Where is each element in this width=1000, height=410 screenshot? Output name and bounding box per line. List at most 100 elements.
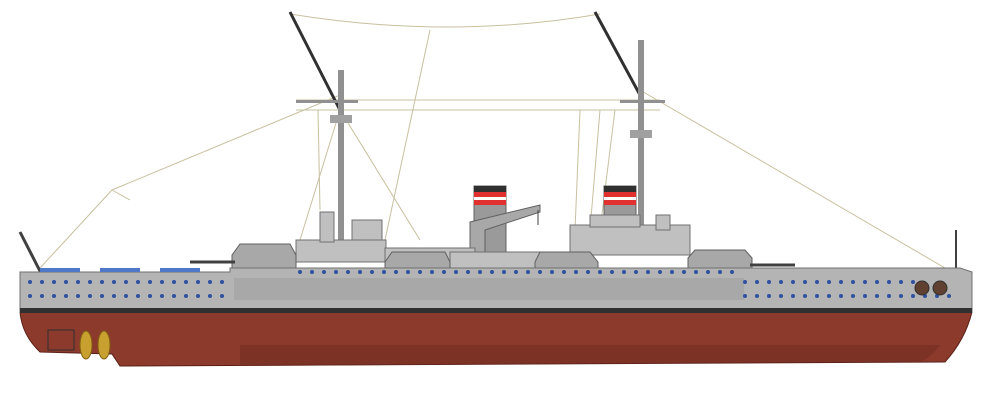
deck-details: [40, 268, 200, 272]
porthole: [646, 270, 650, 274]
porthole: [40, 280, 44, 284]
porthole: [538, 270, 542, 274]
porthole: [899, 280, 903, 284]
porthole: [803, 280, 807, 284]
porthole: [220, 294, 224, 298]
porthole: [827, 294, 831, 298]
porthole: [718, 270, 722, 274]
fore-mast: [338, 70, 344, 250]
porthole: [502, 270, 506, 274]
porthole: [88, 294, 92, 298]
porthole: [694, 270, 698, 274]
porthole: [184, 294, 188, 298]
porthole: [40, 294, 44, 298]
porthole: [160, 280, 164, 284]
porthole: [124, 294, 128, 298]
porthole: [172, 280, 176, 284]
porthole: [526, 270, 530, 274]
porthole: [346, 270, 350, 274]
porthole: [610, 270, 614, 274]
porthole: [743, 280, 747, 284]
porthole: [298, 270, 302, 274]
boot-topping: [20, 308, 972, 313]
porthole: [136, 280, 140, 284]
porthole: [779, 280, 783, 284]
porthole: [148, 280, 152, 284]
porthole: [706, 270, 710, 274]
porthole: [370, 270, 374, 274]
rudder: [47, 329, 75, 351]
porthole: [430, 270, 434, 274]
main-mast: [638, 40, 644, 240]
porthole: [839, 294, 843, 298]
porthole: [887, 280, 891, 284]
porthole: [743, 294, 747, 298]
porthole: [76, 280, 80, 284]
porthole: [851, 280, 855, 284]
porthole: [815, 294, 819, 298]
porthole: [899, 294, 903, 298]
turret-a: [231, 243, 297, 271]
porthole: [755, 280, 759, 284]
porthole: [28, 294, 32, 298]
porthole: [208, 294, 212, 298]
porthole: [839, 280, 843, 284]
porthole: [887, 294, 891, 298]
porthole: [863, 294, 867, 298]
porthole: [574, 270, 578, 274]
porthole: [112, 294, 116, 298]
porthole: [767, 280, 771, 284]
masts: [18, 40, 957, 276]
propellers-and-rudder: [47, 329, 111, 360]
porthole: [112, 280, 116, 284]
porthole: [634, 270, 638, 274]
porthole: [803, 294, 807, 298]
porthole: [148, 294, 152, 298]
porthole: [815, 280, 819, 284]
porthole: [791, 294, 795, 298]
porthole: [160, 294, 164, 298]
porthole: [184, 280, 188, 284]
porthole: [334, 270, 338, 274]
porthole: [88, 280, 92, 284]
porthole: [442, 270, 446, 274]
porthole: [730, 270, 734, 274]
propeller-icon: [79, 330, 93, 360]
porthole: [310, 270, 314, 274]
porthole: [28, 280, 32, 284]
porthole: [64, 294, 68, 298]
porthole: [947, 294, 951, 298]
porthole: [382, 270, 386, 274]
porthole: [466, 270, 470, 274]
porthole: [658, 270, 662, 274]
porthole: [755, 294, 759, 298]
porthole: [670, 270, 674, 274]
porthole: [394, 270, 398, 274]
porthole: [851, 294, 855, 298]
porthole: [322, 270, 326, 274]
porthole: [76, 294, 80, 298]
porthole: [478, 270, 482, 274]
anchors: [914, 280, 948, 296]
porthole: [64, 280, 68, 284]
porthole: [136, 294, 140, 298]
porthole: [863, 280, 867, 284]
porthole: [827, 280, 831, 284]
porthole: [911, 280, 915, 284]
porthole: [358, 270, 362, 274]
porthole: [875, 280, 879, 284]
porthole: [598, 270, 602, 274]
porthole: [196, 280, 200, 284]
porthole: [52, 294, 56, 298]
porthole: [220, 280, 224, 284]
porthole: [767, 294, 771, 298]
porthole: [490, 270, 494, 274]
propeller-icon: [97, 330, 111, 360]
porthole: [514, 270, 518, 274]
porthole: [779, 294, 783, 298]
porthole: [100, 280, 104, 284]
porthole: [622, 270, 626, 274]
porthole: [406, 270, 410, 274]
porthole: [682, 270, 686, 274]
